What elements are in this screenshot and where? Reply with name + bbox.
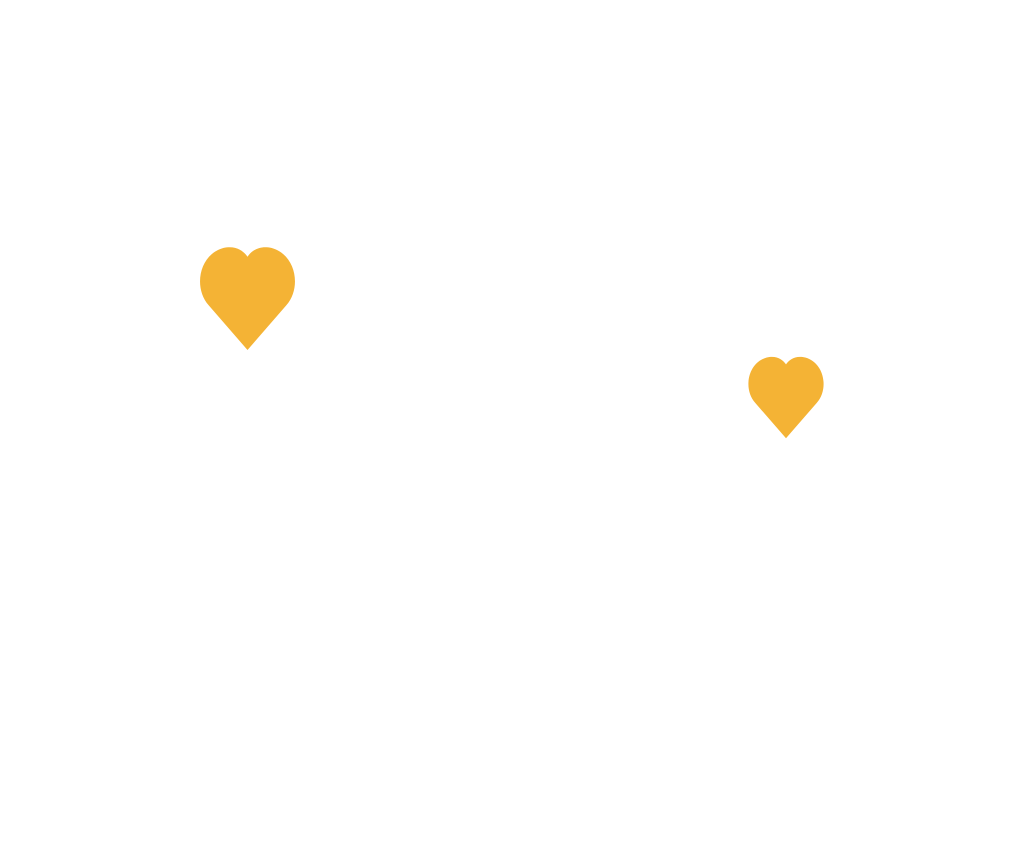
heart-shape: [200, 247, 295, 350]
heart-icon: [200, 247, 295, 350]
heart-icon: [748, 356, 824, 439]
heart-shape: [748, 356, 824, 439]
